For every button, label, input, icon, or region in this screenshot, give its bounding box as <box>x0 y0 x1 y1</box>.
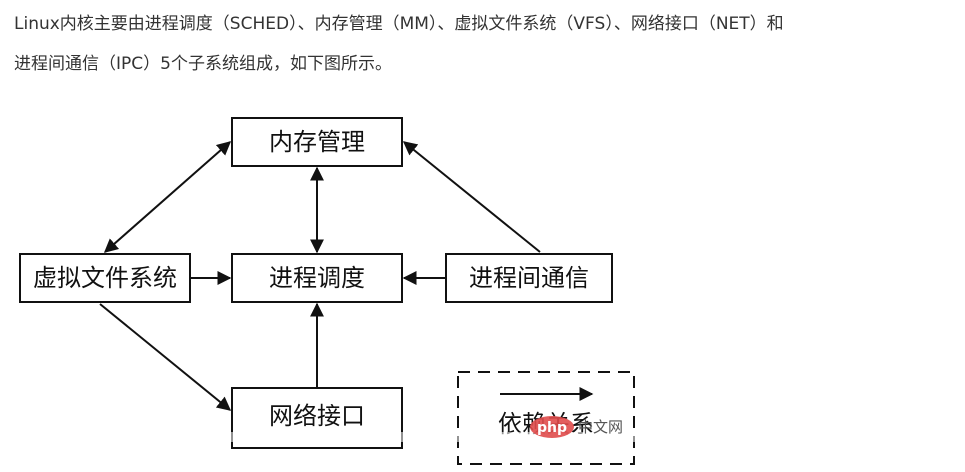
node-memory-management-label: 内存管理 <box>269 128 365 156</box>
node-network-interface-label: 网络接口 <box>269 402 365 430</box>
watermark-text: 中文网 <box>578 418 623 436</box>
watermark: php 中文网 <box>530 416 623 438</box>
arrow-ipc-to-mm <box>402 141 541 253</box>
node-vfs-label: 虚拟文件系统 <box>33 264 177 292</box>
intro-text: Linux内核主要由进程调度（SCHED）、内存管理（MM）、虚拟文件系统（VF… <box>14 4 954 84</box>
node-memory-management: 内存管理 <box>231 117 403 167</box>
node-process-scheduling-label: 进程调度 <box>269 264 365 292</box>
node-ipc-label: 进程间通信 <box>469 264 589 292</box>
node-vfs: 虚拟文件系统 <box>19 253 191 303</box>
arrow-vfs-to-net <box>99 303 232 411</box>
node-process-scheduling: 进程调度 <box>231 253 403 303</box>
arrow-vfs-mm <box>103 141 232 253</box>
intro-line-2: 进程间通信（IPC）5个子系统组成，如下图所示。 <box>14 54 392 74</box>
intro-line-1: Linux内核主要由进程调度（SCHED）、内存管理（MM）、虚拟文件系统（VF… <box>14 14 784 34</box>
watermark-logo: php <box>537 420 567 436</box>
watermark-logo-badge <box>530 416 574 438</box>
node-ipc: 进程间通信 <box>445 253 613 303</box>
